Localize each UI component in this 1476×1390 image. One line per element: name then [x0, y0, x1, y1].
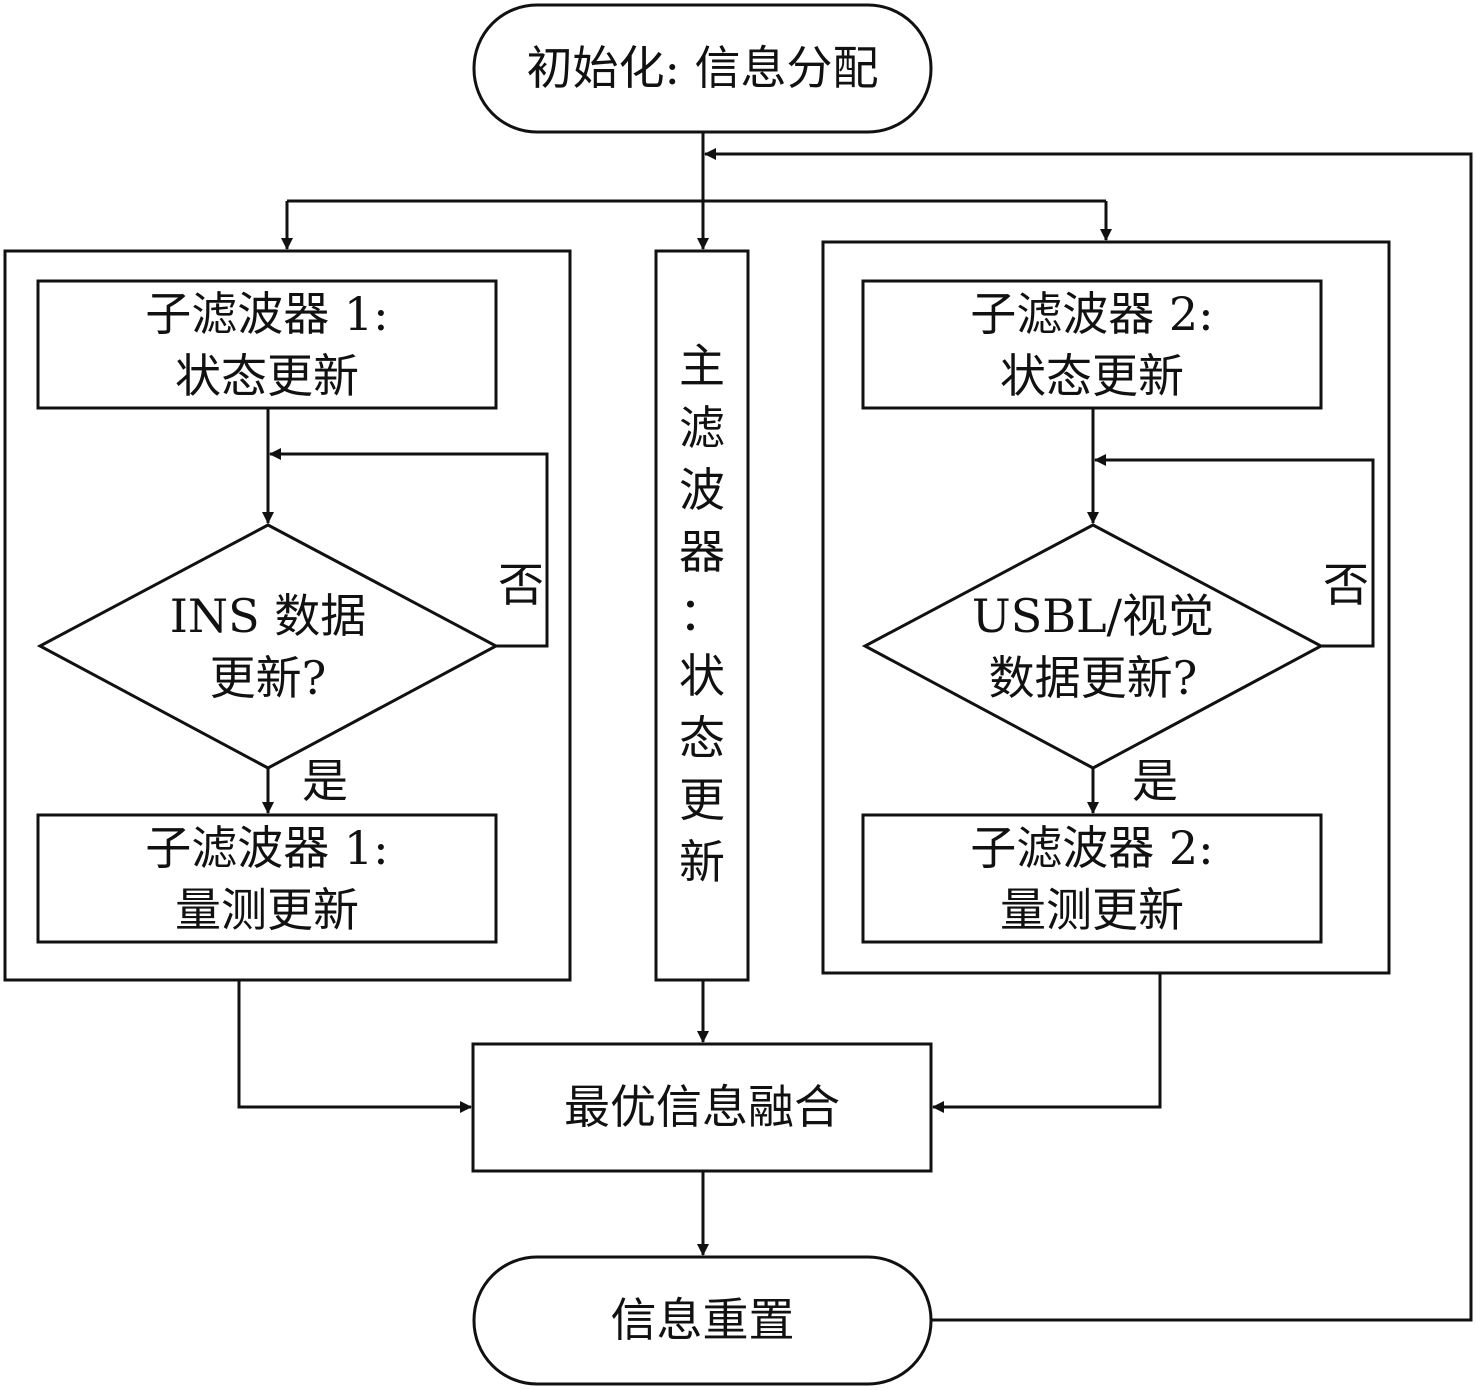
sub-filter-2-measure-box	[861, 813, 1323, 944]
sub-filter-2-measure-line1: 子滤波器 2:	[970, 820, 1214, 875]
sub-filter-2-decision-label: USBL/视觉 数据更新?	[943, 583, 1243, 710]
main-filter-char-9: 新	[679, 835, 725, 889]
main-filter-char-8: 更	[679, 773, 725, 827]
sub-filter-2-decision-line2: 数据更新?	[988, 650, 1198, 705]
main-filter-char-7: 态	[679, 711, 725, 765]
edge-sub1-no-loop	[269, 448, 549, 648]
sub-filter-1-measure-box	[36, 813, 498, 944]
sub-filter-2-yes-label: 是	[1132, 754, 1178, 808]
sub-filter-1-measure-line2: 量测更新	[175, 882, 359, 937]
main-filter-char-1: 主	[679, 339, 725, 393]
sub-filter-1-state-label: 子滤波器 1: 状态更新	[38, 281, 496, 408]
sub-filter-1-measure-line1: 子滤波器 1:	[145, 820, 389, 875]
sub-filter-1-state-line2: 状态更新	[175, 348, 359, 403]
sub-filter-1-decision-label: INS 数据 更新?	[118, 583, 418, 710]
edge-reset-feedback	[704, 148, 1473, 1322]
sub-filter-2-measure-label: 子滤波器 2: 量测更新	[863, 815, 1321, 942]
fusion-label: 最优信息融合	[564, 1080, 840, 1134]
sub-filter-2-state-line2: 状态更新	[1000, 348, 1184, 403]
main-filter-char-2: 滤	[679, 401, 725, 455]
sub-filter-1-measure-label: 子滤波器 1: 量测更新	[38, 815, 496, 942]
sub-filter-1-no-label: 否	[498, 558, 544, 612]
sub-filter-2-state-label: 子滤波器 2: 状态更新	[863, 281, 1321, 408]
main-filter-char-5: ：	[679, 587, 725, 641]
sub-filter-1-decision-line1: INS 数据	[169, 588, 367, 643]
edge-sub2-no-loop	[1094, 454, 1375, 648]
start-label: 初始化: 信息分配	[526, 41, 879, 95]
main-filter-char-6: 状	[679, 649, 725, 703]
sub-filter-1-state-line1: 子滤波器 1:	[145, 286, 389, 341]
sub-filter-1-decision-line2: 更新?	[209, 650, 327, 705]
sub-filter-2-state-line1: 子滤波器 2:	[970, 286, 1214, 341]
edge-right-to-fusion	[932, 973, 1162, 1113]
sub-filter-2-container	[821, 240, 1391, 975]
edge-left-to-fusion	[237, 980, 472, 1113]
main-filter-char-3: 波	[679, 463, 725, 517]
sub-filter-1-yes-label: 是	[302, 754, 348, 808]
sub-filter-2-no-label: 否	[1323, 558, 1369, 612]
sub-filter-2-measure-line2: 量测更新	[1000, 882, 1184, 937]
main-filter-label: 主 滤 波 器 ： 状 态 更 新	[656, 335, 748, 893]
sub-filter-1-container	[3, 249, 572, 982]
sub-filter-2-decision-line1: USBL/视觉	[971, 588, 1215, 643]
main-filter-char-4: 器	[679, 525, 725, 579]
reset-label: 信息重置	[610, 1293, 795, 1347]
